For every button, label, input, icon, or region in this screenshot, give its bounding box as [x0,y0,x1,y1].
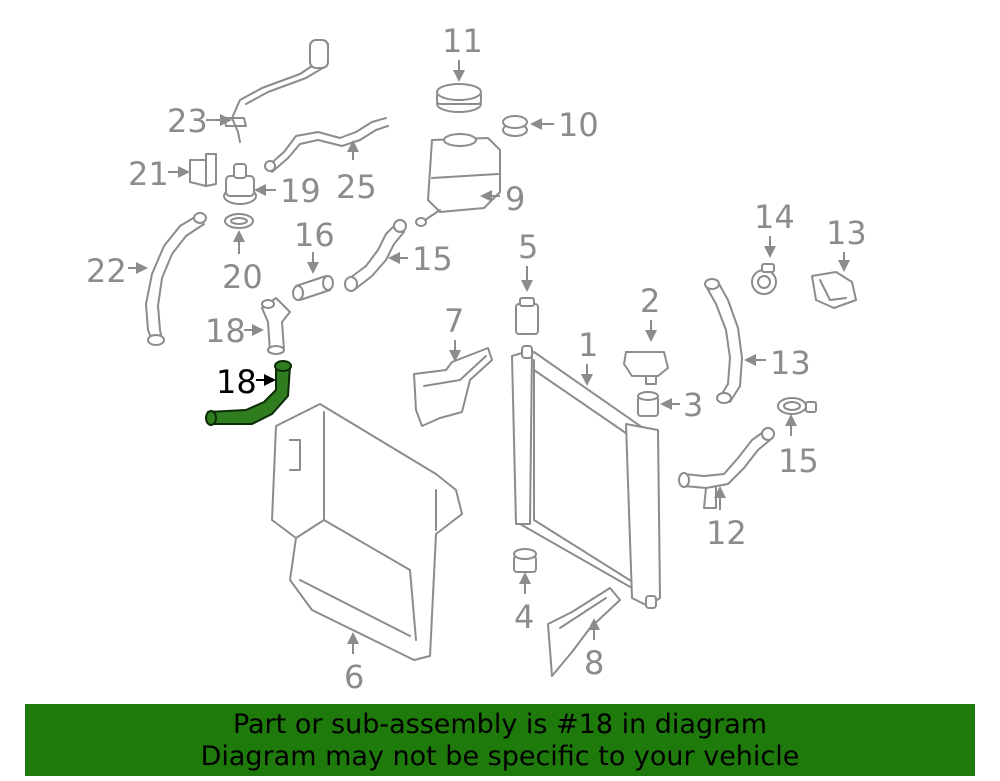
svg-text:14: 14 [754,198,795,236]
part-20-sensor [223,163,257,205]
part-7-bracket [413,347,493,427]
info-banner: Part or sub-assembly is #18 in diagram D… [25,704,975,776]
callout-13: 13 [744,344,811,382]
part-24-tube [223,39,329,143]
svg-text:12: 12 [706,514,747,552]
callout-21: 20 [222,230,263,296]
callout-7: 7 [444,302,464,362]
part-1-radiator [511,345,661,609]
part-14-bracket [811,271,857,309]
part-9-expansion-tank [415,133,501,227]
part-12-hose [678,427,775,509]
svg-text:20: 20 [222,258,263,296]
part-23-hose [145,212,207,346]
part-10-grommet [502,115,528,137]
part-8-deflector [547,587,621,677]
part-18-hose-highlighted [205,360,292,426]
banner-line-part: Part or sub-assembly is #18 in diagram [232,709,768,740]
svg-text:11: 11 [442,22,483,60]
svg-text:13: 13 [826,214,867,252]
callout-3: 3 [660,386,703,424]
svg-text:22: 22 [86,252,127,290]
callout-5: 5 [518,228,538,292]
svg-text:23: 23 [167,102,208,140]
part-5-plug [515,297,539,335]
callout-10: 10 [530,106,599,144]
part-15-clamp-lower [777,397,817,415]
svg-text:18: 18 [216,363,257,401]
svg-text:1: 1 [578,326,598,364]
callout-22: 21 [128,155,190,193]
callout-14: 13 [826,214,867,272]
svg-text:2: 2 [640,282,660,320]
part-4-mount [513,548,537,573]
svg-text:15: 15 [412,240,453,278]
svg-text:10: 10 [558,106,599,144]
svg-text:19: 19 [280,172,321,210]
callout-17: 16 [294,216,335,274]
svg-text:4: 4 [514,598,534,636]
svg-text:9: 9 [505,180,525,218]
part-6-shroud [271,403,463,661]
callout-4: 4 [514,572,534,636]
part-13-hose [704,278,743,404]
callout-20: 19 [254,172,321,210]
callout-12: 12 [706,486,747,552]
callout-18: 18 [216,363,276,401]
svg-text:16: 16 [294,216,335,254]
callout-15-upper: 14 [754,198,795,258]
part-25-hose [264,117,389,173]
part-16-hose [344,219,407,292]
part-19-connector [261,297,291,355]
svg-text:21: 21 [128,155,169,193]
svg-text:5: 5 [518,228,538,266]
callout-25: 25 [336,140,377,206]
callout-19: 18 [205,312,264,350]
part-15-clamp-upper [751,263,777,295]
callout-24: 23 [167,102,232,140]
svg-text:15: 15 [778,442,819,480]
svg-text:8: 8 [584,644,604,682]
part-21-oring [224,213,254,229]
callout-6: 6 [344,632,364,696]
callout-9: 9 [480,180,525,218]
callout-16: 15 [388,240,453,278]
callout-1: 1 [578,326,598,386]
part-2-bracket [623,351,669,385]
callout-2: 2 [640,282,660,342]
parts-diagram: 23 25 21 19 20 [86,22,867,696]
part-11-cap [436,83,482,113]
svg-text:18: 18 [205,312,246,350]
svg-text:7: 7 [444,302,464,340]
svg-text:6: 6 [344,658,364,696]
callout-11: 11 [442,22,483,82]
callout-8: 8 [584,618,604,682]
banner-line-disclaimer: Diagram may not be specific to your vehi… [200,741,800,772]
svg-text:25: 25 [336,168,377,206]
svg-text:3: 3 [683,386,703,424]
callout-23: 22 [86,252,148,290]
part-17-pipe [292,275,334,301]
svg-text:13: 13 [770,344,811,382]
part-3-mount [637,391,659,417]
part-22-bracket [189,153,217,187]
callout-15-lower: 15 [778,414,819,480]
